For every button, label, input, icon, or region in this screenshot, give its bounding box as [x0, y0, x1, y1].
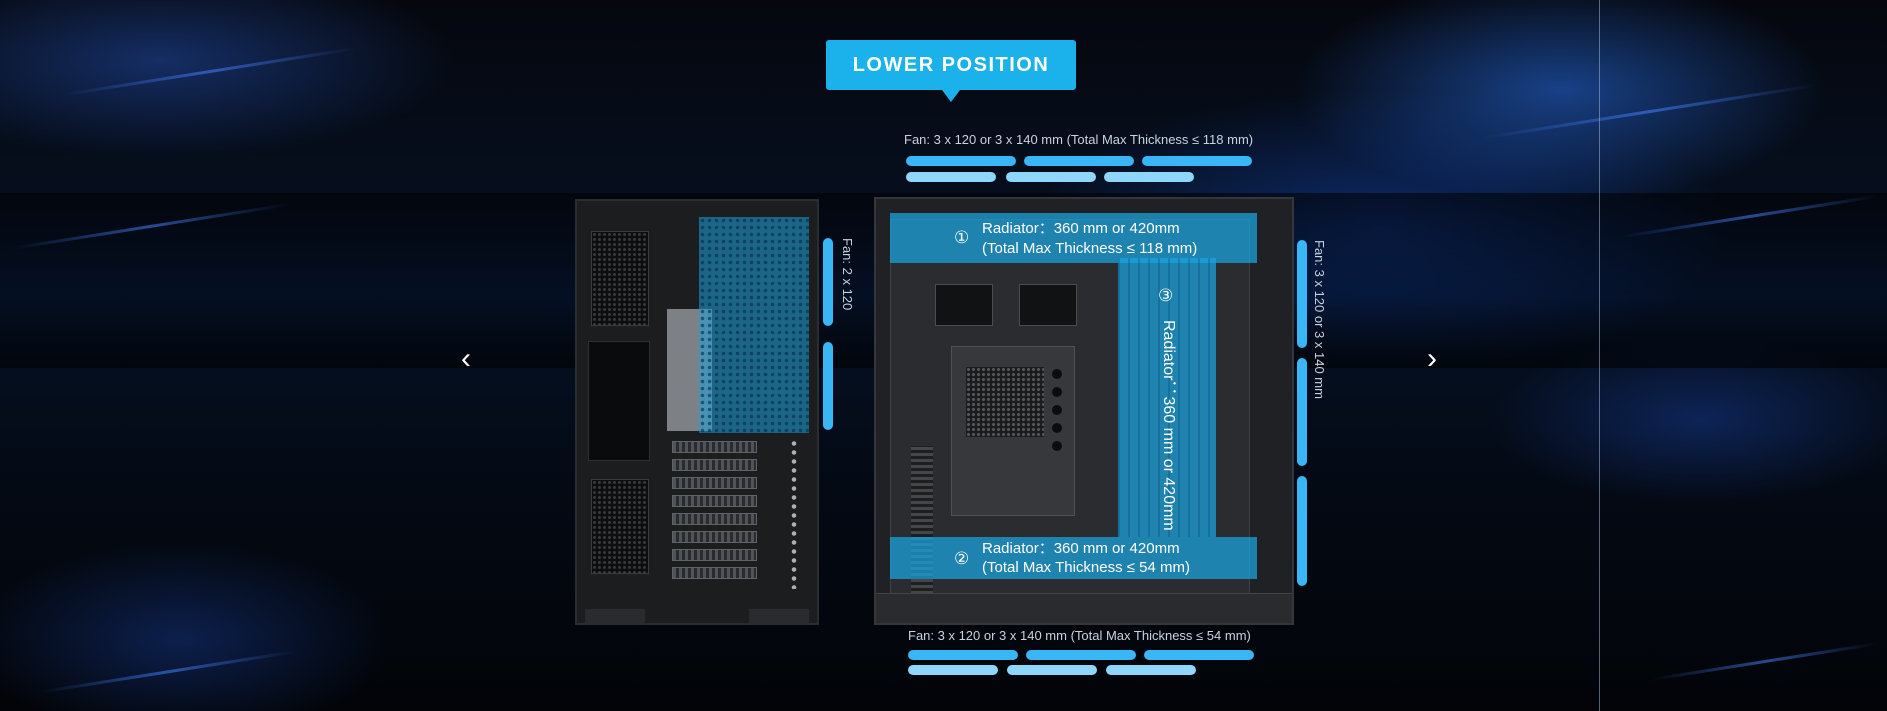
expansion-slot: [672, 459, 757, 471]
expansion-slot: [672, 567, 757, 579]
case-base: [876, 593, 1292, 623]
radiator-bottom-line1: Radiator：360 mm or 420mm: [982, 540, 1180, 557]
expansion-slot: [672, 495, 757, 507]
radiator-top-number: ①: [954, 228, 970, 247]
expansion-slot: [672, 513, 757, 525]
radiator-top-line1: Radiator：360 mm or 420mm: [982, 220, 1180, 237]
fan-side-label: Fan: 3 x 120 or 3 x 140 mm: [1312, 240, 1327, 399]
radiator-side: ③ Radiator：360 mm or 420mm: [1118, 258, 1216, 537]
radiator-bottom-number: ②: [954, 549, 970, 568]
radiator-top-line2: (Total Max Thickness ≤ 118 mm): [982, 240, 1198, 257]
fan-bottom-label: Fan: 3 x 120 or 3 x 140 mm (Total Max Th…: [908, 628, 1251, 643]
rear-vent-dots: [788, 439, 800, 589]
light-streak: [1481, 83, 1819, 140]
light-streak: [41, 649, 299, 694]
radiator-top: ① Radiator：360 mm or 420mm (Total Max Th…: [890, 213, 1257, 263]
rear-fan-grill: [591, 231, 649, 326]
expansion-slot: [672, 549, 757, 561]
radiator-zone-rear: [699, 217, 809, 433]
light-streak: [61, 46, 359, 97]
radiator-side-text: Radiator：360 mm or 420mm: [1160, 320, 1177, 531]
case-side-view: [575, 199, 819, 625]
fan-rear-label: Fan: 2 x 120: [840, 238, 855, 311]
chevron-right-icon: ›: [1427, 342, 1437, 375]
expansion-slot: [672, 531, 757, 543]
drive-bay: [1019, 284, 1077, 326]
expansion-slot: [672, 477, 757, 489]
case-foot: [585, 609, 645, 625]
panel-divider: [1599, 0, 1600, 711]
drive-bay: [935, 284, 993, 326]
radiator-bottom-line2: (Total Max Thickness ≤ 54 mm): [982, 559, 1191, 576]
plate-mesh: [966, 367, 1044, 437]
position-badge: LOWER POSITION: [826, 40, 1076, 102]
light-streak: [1651, 642, 1879, 681]
case-foot: [749, 609, 809, 625]
motherboard-plate: [951, 346, 1075, 516]
side-vent: [911, 446, 933, 606]
next-arrow[interactable]: ›: [1417, 344, 1447, 374]
chevron-left-icon: ‹: [461, 342, 471, 375]
prev-arrow[interactable]: ‹: [451, 344, 481, 374]
radiator-side-number: ③: [1158, 286, 1174, 305]
expansion-slot: [672, 441, 757, 453]
fan-top-label: Fan: 3 x 120 or 3 x 140 mm (Total Max Th…: [904, 132, 1254, 147]
radiator-bottom: ② Radiator：360 mm or 420mm (Total Max Th…: [890, 537, 1257, 579]
psu-grill: [591, 479, 649, 574]
cable-cutout: [588, 341, 650, 461]
